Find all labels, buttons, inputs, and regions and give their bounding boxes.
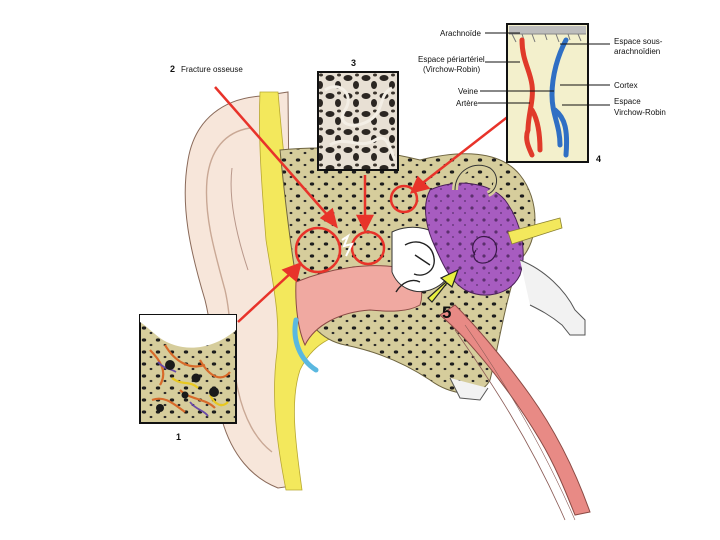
callout-5: 5 — [442, 303, 451, 322]
fracture-mark — [341, 233, 354, 257]
ossicles — [395, 241, 435, 293]
blue-vessel — [292, 317, 319, 373]
callout-2: 2 — [170, 64, 175, 74]
cochlea — [472, 235, 498, 264]
circle-1 — [294, 226, 342, 274]
callout-3: 3 — [351, 58, 356, 68]
label-vr-2: Virchow-Robin — [614, 108, 666, 117]
callout-4: 4 — [596, 154, 601, 164]
label-subarach-2: arachnoïdien — [614, 47, 660, 56]
ear-canal — [295, 265, 423, 347]
red-arrows — [214, 86, 511, 323]
label-perivasc-1: Espace périartériel — [418, 55, 485, 64]
inset-4-leaders — [478, 32, 610, 106]
arrow-5 — [427, 268, 460, 303]
label-perivasc-2: (Virchow-Robin) — [423, 65, 481, 74]
inset-1 — [139, 314, 237, 424]
artery-inset — [519, 37, 543, 158]
circle-fracture — [350, 230, 386, 266]
label-subarach-1: Espace sous- — [614, 37, 663, 46]
label-arachnoide: Arachnoïde — [440, 29, 481, 38]
label-vr-1: Espace — [614, 97, 641, 106]
skull-base — [519, 259, 586, 336]
vein-inset — [549, 37, 570, 158]
label-cortex: Cortex — [614, 81, 638, 90]
circle-4 — [389, 184, 419, 214]
callout-1: 1 — [176, 432, 181, 442]
fracture-label: Fracture osseuse — [181, 65, 243, 74]
inset-3 — [317, 71, 399, 171]
eustachian-tube — [439, 304, 591, 516]
label-artere: Artère — [456, 99, 478, 108]
nerve — [507, 217, 563, 245]
inset-4 — [506, 23, 589, 163]
label-veine: Veine — [458, 87, 479, 96]
